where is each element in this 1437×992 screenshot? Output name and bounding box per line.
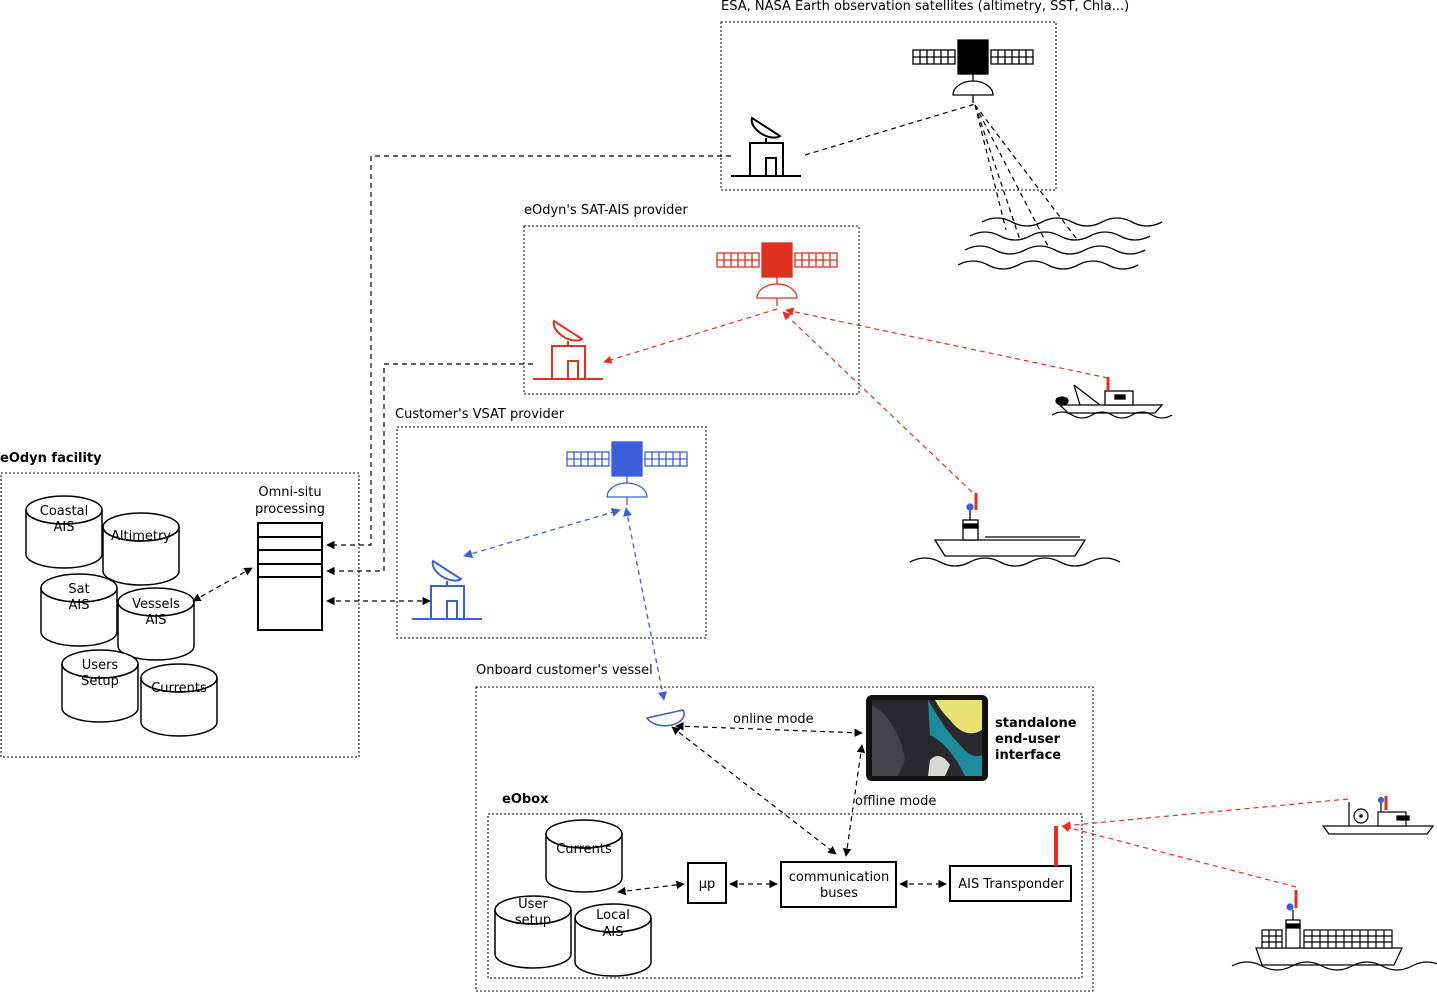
eobox-db-user-setup-line1: User	[518, 897, 548, 912]
db-users-setup-line1: Users	[82, 658, 119, 673]
db-up-link	[617, 880, 685, 896]
processing-label-line2: processing	[255, 502, 325, 517]
eobox-db-user-setup-line2: setup	[515, 913, 551, 928]
microprocessor-label: μp	[699, 877, 716, 892]
satais-to-processing-link	[326, 363, 533, 576]
db-coastal-ais-line1: Coastal	[40, 504, 88, 519]
fishing-vessel-ship-icon	[1051, 377, 1173, 419]
microprocessor-box	[687, 862, 727, 904]
vsat-ground-link	[463, 507, 621, 559]
antenna-bus-link	[671, 726, 837, 855]
nearby-container-ship-icon	[1231, 890, 1437, 971]
facility-label: eOdyn facility	[0, 451, 102, 466]
db-coastal-ais-line2: AIS	[54, 520, 75, 535]
sat-ais-satellite-icon	[716, 242, 838, 307]
vsat-ground-station-icon	[411, 560, 483, 620]
eo-sensing-beams	[974, 104, 1077, 247]
database-icon	[140, 663, 218, 737]
vsat-vessel-link	[623, 507, 667, 701]
processing-label-line1: Omni-situ	[258, 485, 321, 500]
vsat-satellite-icon	[566, 441, 688, 506]
ui-label-line2: end-user	[995, 732, 1061, 747]
db-users-setup-line2: Setup	[81, 674, 119, 689]
bus-label-line1: communication	[789, 870, 890, 885]
sat-ais-label: eOdyn's SAT-AIS provider	[524, 203, 688, 218]
eo-ground-station-icon	[730, 117, 802, 177]
sea-waves-icon	[957, 217, 1163, 270]
eo-to-processing-link	[326, 155, 731, 550]
earth-observation-frame	[720, 21, 1057, 191]
db-vessels-ais-line2: AIS	[146, 613, 167, 628]
eobox-db-currents-label: Currents	[556, 842, 612, 857]
db-altimetry-label: Altimetry	[111, 529, 171, 544]
dish-antenna-icon	[645, 709, 685, 727]
fishing-vessel-ais-uplink	[785, 307, 1109, 379]
onboard-label: Onboard customer's vessel	[476, 663, 653, 678]
nearby-fishing-vessel-ship-icon	[1321, 796, 1435, 835]
online-mode-label: online mode	[733, 712, 814, 727]
facility-frame	[0, 472, 360, 758]
tanker-vessel-ship-icon	[909, 493, 1121, 567]
db-sat-ais-line1: Sat	[68, 582, 89, 597]
database-icon	[102, 512, 180, 586]
end-user-screen	[866, 695, 988, 781]
earth-obs-label: ESA, NASA Earth observation satellites (…	[721, 0, 1129, 14]
db-sat-ais-line2: AIS	[69, 598, 90, 613]
eo-satellite-icon	[912, 39, 1034, 104]
eobox-db-local-ais-line2: AIS	[603, 925, 624, 940]
ui-label-line1: standalone	[995, 716, 1077, 731]
db-vessels-ais-line1: Vessels	[132, 597, 180, 612]
processing-stack	[257, 522, 323, 631]
sat-ais-downlink	[603, 308, 778, 364]
db-processing-link	[192, 567, 253, 602]
cargo-vessel-ais-uplink	[782, 311, 973, 493]
offline-mode-link	[842, 744, 866, 857]
onboard-frame	[475, 686, 1094, 992]
nearby-container-ais-link	[1061, 823, 1297, 888]
vsat-label: Customer's VSAT provider	[395, 407, 565, 422]
eobox-db-local-ais-line1: Local	[596, 908, 630, 923]
online-mode-link	[675, 722, 863, 737]
nearby-fishing-ais-link	[1062, 798, 1349, 830]
ais-transponder-label: AIS Transponder	[958, 877, 1064, 892]
sat-ais-frame	[523, 225, 860, 395]
eobox-label: eObox	[502, 792, 549, 807]
db-currents-label: Currents	[151, 681, 207, 696]
ais-transponder-box	[949, 865, 1072, 902]
communication-buses-box	[780, 861, 897, 908]
sat-ais-ground-station-icon	[532, 320, 604, 380]
offline-mode-label: offline mode	[855, 794, 936, 809]
ui-label-line3: interface	[995, 748, 1061, 763]
eo-downlink	[804, 103, 976, 156]
bus-label-line2: buses	[820, 886, 858, 901]
